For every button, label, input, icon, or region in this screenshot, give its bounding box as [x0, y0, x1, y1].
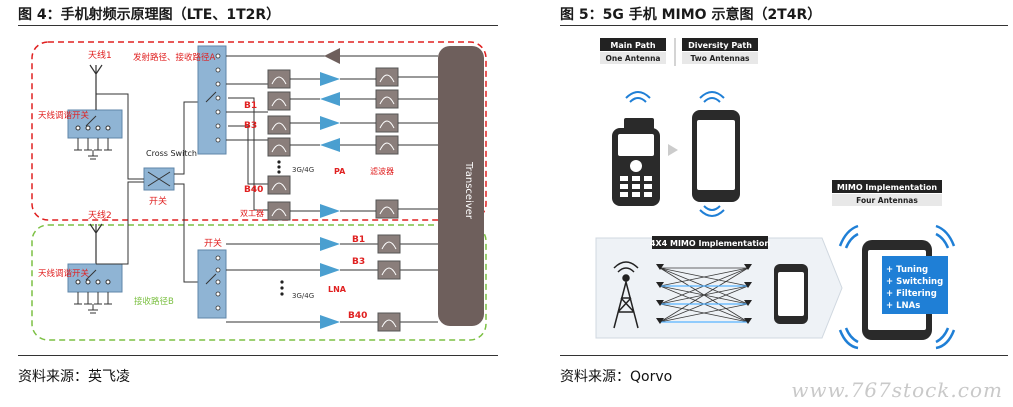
mimo-impl-label: MIMO Implementation: [837, 183, 937, 192]
rx-b-band-switch: [197, 249, 227, 319]
pa-column: [324, 48, 340, 64]
band-b3-label: B3: [244, 121, 257, 131]
diversity-path-label: Diversity Path: [688, 41, 752, 50]
left-source-rule: [18, 355, 498, 356]
right-title-rule: [560, 25, 1008, 26]
3g4g-label: 3G/4G: [292, 166, 314, 174]
tx-band-switch: [197, 45, 227, 155]
4x4-label: 4X4 MIMO Implementation: [650, 239, 771, 248]
filter-label: 滤波器: [370, 166, 394, 176]
lna-label: LNA: [328, 285, 347, 294]
feature-filtering: + Filtering: [886, 289, 937, 299]
signal-waves: [625, 91, 725, 217]
rf-block-diagram: 天线1 天线调谐开关 天线2 天线调谐开关 Cross Switch 开关 发射…: [31, 41, 487, 341]
duplexer-label: 双工器: [240, 209, 264, 218]
mimo-diagram: Main Path One Antenna Diversity Path Two…: [595, 38, 956, 350]
rx-b1-label: B1: [352, 235, 365, 245]
rx-b-switch-label: 开关: [204, 237, 222, 249]
pa-label: PA: [334, 167, 346, 176]
lna-column: [320, 237, 340, 329]
antenna-1-icon: [89, 64, 103, 94]
rx-b-label: 接收路径B: [134, 296, 174, 307]
cell-tower-icon: [613, 261, 639, 329]
more-bands-dots: [277, 160, 281, 174]
antenna-tuner-2-label: 天线调谐开关: [38, 268, 90, 279]
cross-switch-label: Cross Switch: [146, 149, 197, 158]
rx-b40-label: B40: [348, 311, 367, 321]
4x4-phone-icon: [774, 264, 808, 324]
two-antennas-label: Two Antennas: [690, 54, 750, 63]
rx-b3-label: B3: [352, 257, 365, 267]
filter-column: [375, 67, 399, 219]
watermark: www.767stock.com: [791, 378, 1003, 402]
rx-b-filters: [377, 234, 401, 332]
transceiver-label: Transceiver: [463, 161, 474, 220]
right-source-rule: [560, 355, 1008, 356]
feature-lnas: + LNAs: [886, 301, 920, 311]
duplexer-column: [267, 69, 291, 221]
transceiver-block: [438, 46, 484, 326]
rx-3g4g-label: 3G/4G: [292, 292, 314, 300]
band-b1-label: B1: [244, 101, 257, 111]
main-path-label: Main Path: [610, 41, 655, 50]
antenna-1-label: 天线1: [88, 49, 112, 61]
mimo-impl-tag: [832, 180, 942, 193]
feature-tuning: + Tuning: [886, 265, 928, 275]
antenna-2-icon: [89, 223, 103, 264]
right-figure-title: 图 5：5G 手机 MIMO 示意图（2T4R）: [560, 7, 822, 23]
rx-b-region: [31, 224, 487, 341]
antenna-2-label: 天线2: [88, 209, 112, 221]
antenna-tuner-1: [67, 109, 123, 139]
band-b40-label: B40: [244, 185, 263, 195]
antenna-tuner-2: [67, 263, 123, 293]
rx-more-bands-dots: [280, 280, 284, 296]
left-figure-title: 图 4：手机射频示原理图（LTE、1T2R）: [18, 7, 281, 23]
feature-list: + Tuning + Switching + Filtering + LNAs: [886, 265, 943, 311]
feature-switching: + Switching: [886, 277, 943, 287]
4x4-tag: [652, 236, 768, 249]
four-antennas-label: Four Antennas: [856, 196, 918, 205]
one-antenna-label: One Antenna: [606, 54, 661, 63]
feature-box: [882, 256, 948, 314]
feature-phone-icon: [612, 118, 660, 206]
smartphone-icon: [692, 110, 740, 202]
tx-rx-a-label: 发射路径、接收路径A: [133, 52, 216, 63]
cross-switch-cn-label: 开关: [149, 195, 167, 207]
big-phone-waves: [838, 224, 956, 350]
main-path-tag: [600, 38, 666, 51]
diversity-path-tag: [682, 38, 758, 51]
left-title-rule: [18, 25, 498, 26]
antenna-tuner-1-label: 天线调谐开关: [38, 110, 90, 121]
right-source: 资料来源：Qorvo: [560, 369, 673, 385]
tx-rx-a-region: [31, 41, 487, 221]
progress-arrow: [668, 144, 678, 156]
left-source: 资料来源：英飞凌: [18, 369, 130, 385]
